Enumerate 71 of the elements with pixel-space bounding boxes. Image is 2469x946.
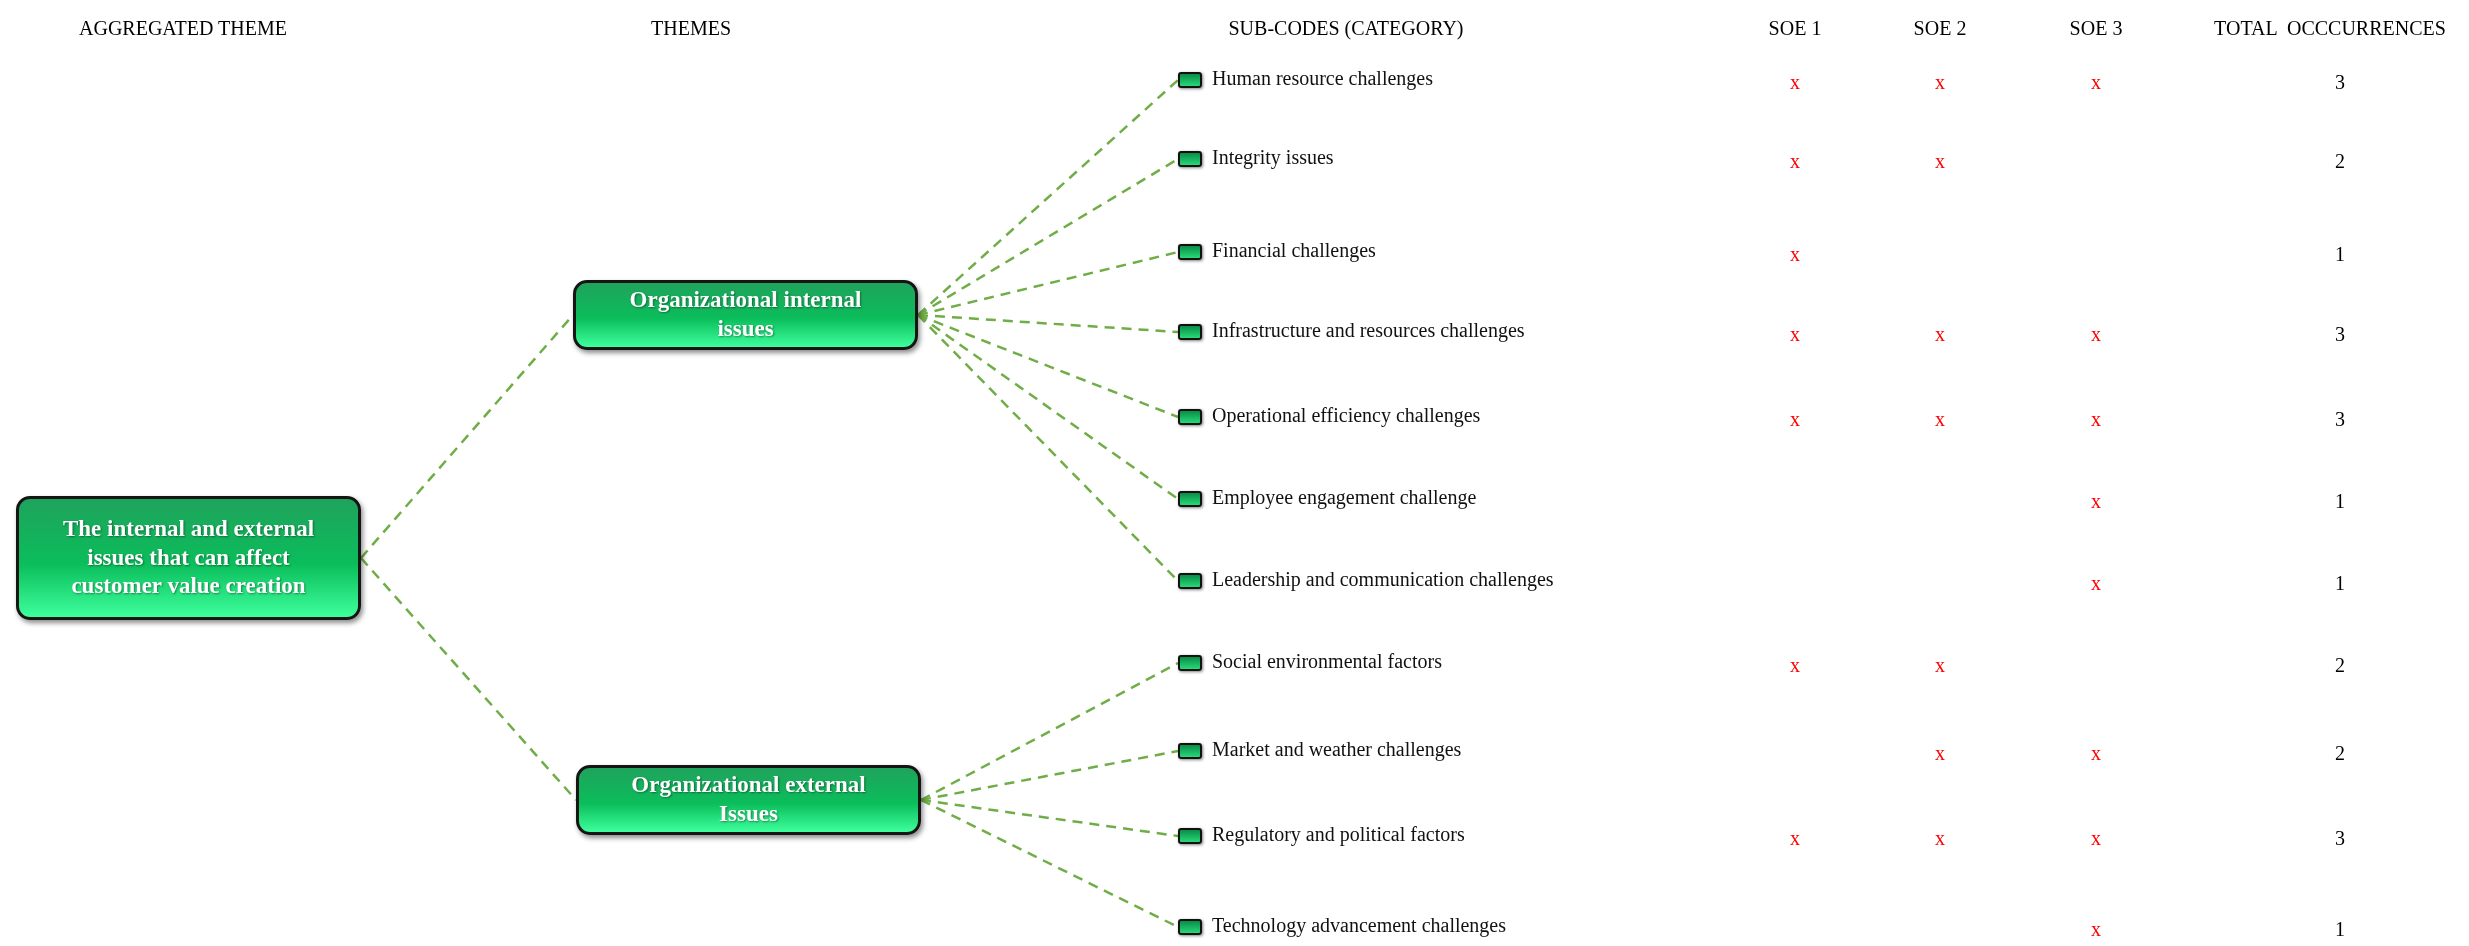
occurrence-mark: x — [1790, 149, 1800, 173]
occurrence-mark: x — [2091, 917, 2101, 941]
subcode-label: Technology advancement challenges — [1212, 914, 1507, 937]
subcode-marker — [1178, 828, 1202, 844]
subcode-label: Employee engagement challenge — [1212, 486, 1477, 509]
occurrence-mark: x — [1790, 653, 1800, 677]
subcode-label: Integrity issues — [1212, 146, 1334, 169]
column-header: SOE 1 — [1768, 16, 1822, 40]
subcode-label: Financial challenges — [1212, 239, 1376, 262]
occurrence-count: 3 — [2335, 826, 2345, 850]
subcode-marker — [1178, 324, 1202, 340]
occurrence-mark: x — [2091, 571, 2101, 595]
connector-line — [920, 661, 1179, 802]
subcode-marker — [1178, 919, 1202, 935]
subcode-label: Human resource challenges — [1212, 67, 1433, 90]
occurrence-count: 1 — [2335, 489, 2345, 513]
theme-label: The internal and external issues that can affect customer value creation — [61, 514, 316, 601]
subcode-marker — [1178, 409, 1202, 425]
subcode-label: Regulatory and political factors — [1212, 823, 1465, 846]
subcode-marker — [1178, 491, 1202, 507]
subcode-marker — [1178, 743, 1202, 759]
occurrence-count: 2 — [2335, 741, 2345, 765]
occurrence-count: 2 — [2335, 653, 2345, 677]
occurrence-mark: x — [1935, 653, 1945, 677]
subcode-marker — [1178, 655, 1202, 671]
subcode-label: Infrastructure and resources challenges — [1212, 319, 1525, 342]
occurrence-count: 1 — [2335, 242, 2345, 266]
occurrence-mark: x — [2091, 826, 2101, 850]
subcode-label: Social environmental factors — [1212, 650, 1442, 673]
occurrence-mark: x — [1790, 242, 1800, 266]
column-header: SOE 2 — [1913, 16, 1967, 40]
theme-label: Organizational external Issues — [630, 771, 867, 828]
subcode-marker — [1178, 151, 1202, 167]
theme-box — [576, 765, 921, 835]
connector-line — [917, 79, 1179, 316]
column-header: AGGREGATED THEME — [79, 16, 287, 40]
theme-label: Organizational internal issues — [628, 286, 863, 343]
occurrence-mark: x — [1935, 407, 1945, 431]
subcode-marker — [1178, 72, 1202, 88]
occurrence-mark: x — [1935, 322, 1945, 346]
occurrence-count: 2 — [2335, 149, 2345, 173]
occurrence-mark: x — [1935, 826, 1945, 850]
occurrence-mark: x — [2091, 407, 2101, 431]
theme-box — [16, 496, 361, 620]
occurrence-mark: x — [1790, 322, 1800, 346]
subcode-label: Operational efficiency challenges — [1212, 404, 1481, 427]
occurrence-count: 3 — [2335, 70, 2345, 94]
occurrence-mark: x — [1790, 70, 1800, 94]
column-header: THEMES — [651, 16, 731, 40]
subcode-marker — [1178, 244, 1202, 260]
column-header: SOE 3 — [2069, 16, 2123, 40]
occurrence-mark: x — [2091, 489, 2101, 513]
subcode-label: Leadership and communication challenges — [1212, 568, 1554, 591]
occurrence-mark: x — [1935, 741, 1945, 765]
occurrence-mark: x — [2091, 322, 2101, 346]
occurrence-count: 3 — [2335, 322, 2345, 346]
occurrence-mark: x — [1790, 407, 1800, 431]
occurrence-count: 1 — [2335, 917, 2345, 941]
column-header: TOTAL OCCCURRENCES — [2214, 16, 2446, 40]
occurrence-mark: x — [2091, 741, 2101, 765]
occurrence-count: 3 — [2335, 407, 2345, 431]
subcode-marker — [1178, 573, 1202, 589]
occurrence-mark: x — [1935, 70, 1945, 94]
column-header: SUB-CODES (CATEGORY) — [1228, 16, 1464, 40]
subcode-label: Market and weather challenges — [1212, 738, 1462, 761]
theme-box — [573, 280, 918, 350]
occurrence-count: 1 — [2335, 571, 2345, 595]
occurrence-mark: x — [1935, 149, 1945, 173]
connector-line — [360, 557, 577, 801]
occurrence-mark: x — [2091, 70, 2101, 94]
occurrence-mark: x — [1790, 826, 1800, 850]
